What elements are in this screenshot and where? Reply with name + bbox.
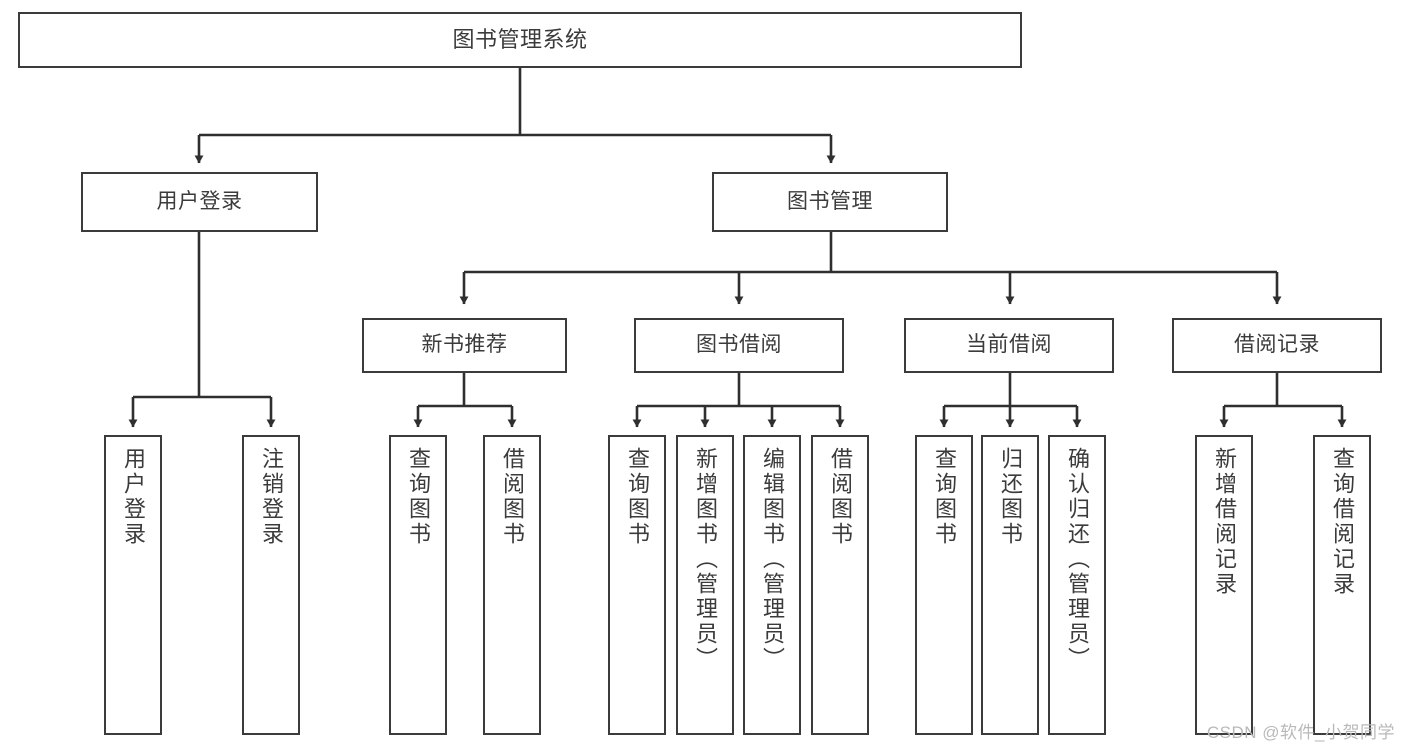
leaf-add-book-admin[interactable]: 新增图书（管理员） — [676, 435, 734, 735]
node-label: 新增图书（管理员） — [693, 447, 718, 672]
node-book-management[interactable]: 图书管理 — [712, 172, 948, 232]
node-label: 新书推荐 — [421, 333, 508, 357]
node-label: 新增借阅记录 — [1212, 447, 1237, 597]
node-label: 归还图书 — [998, 447, 1023, 547]
leaf-user-login[interactable]: 用户登录 — [104, 435, 162, 735]
node-current-borrow[interactable]: 当前借阅 — [904, 318, 1114, 373]
leaf-add-borrow-record[interactable]: 新增借阅记录 — [1195, 435, 1253, 735]
node-label: 注销登录 — [259, 447, 284, 547]
node-user-login[interactable]: 用户登录 — [81, 172, 318, 232]
node-book-borrow[interactable]: 图书借阅 — [634, 318, 844, 373]
node-label: 借阅图书 — [828, 447, 853, 547]
node-borrow-records[interactable]: 借阅记录 — [1172, 318, 1382, 373]
leaf-logout[interactable]: 注销登录 — [242, 435, 300, 735]
node-label: 借阅记录 — [1234, 333, 1320, 357]
leaf-query-borrow-record[interactable]: 查询借阅记录 — [1313, 435, 1371, 735]
leaf-confirm-return-admin[interactable]: 确认归还（管理员） — [1048, 435, 1106, 735]
node-label: 查询借阅记录 — [1330, 447, 1355, 597]
node-label: 图书借阅 — [696, 333, 782, 357]
leaf-query-books-recommend[interactable]: 查询图书 — [389, 435, 447, 735]
node-label: 图书管理 — [787, 189, 873, 213]
node-root-system[interactable]: 图书管理系统 — [18, 12, 1022, 68]
leaf-return-books[interactable]: 归还图书 — [981, 435, 1039, 735]
node-label: 确认归还（管理员） — [1065, 447, 1090, 672]
node-label: 用户登录 — [121, 447, 146, 547]
leaf-query-books-current[interactable]: 查询图书 — [915, 435, 973, 735]
node-new-book-recommend[interactable]: 新书推荐 — [362, 318, 567, 373]
leaf-borrow-books-recommend[interactable]: 借阅图书 — [483, 435, 541, 735]
node-label: 当前借阅 — [966, 333, 1052, 357]
leaf-query-books-borrow[interactable]: 查询图书 — [608, 435, 666, 735]
leaf-borrow-books[interactable]: 借阅图书 — [811, 435, 869, 735]
csdn-watermark: CSDN @软件_小贺同学 — [1206, 723, 1395, 742]
node-label: 编辑图书（管理员） — [760, 447, 785, 672]
node-label: 图书管理系统 — [452, 27, 588, 53]
node-label: 查询图书 — [625, 447, 650, 547]
node-label: 查询图书 — [406, 447, 431, 547]
leaf-edit-book-admin[interactable]: 编辑图书（管理员） — [743, 435, 801, 735]
node-label: 查询图书 — [932, 447, 957, 547]
node-label: 借阅图书 — [500, 447, 525, 547]
node-label: 用户登录 — [156, 189, 243, 213]
